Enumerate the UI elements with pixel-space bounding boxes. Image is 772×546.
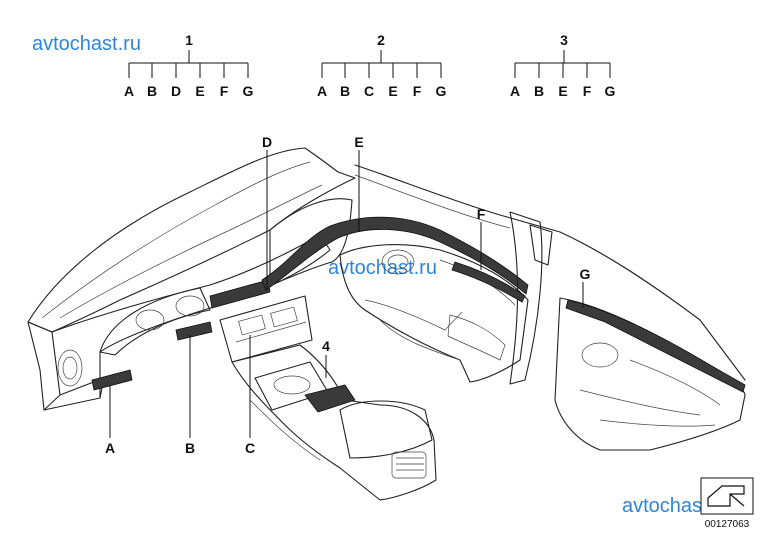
group-number-2: 2 [377,32,385,48]
group1-letter: F [220,83,229,99]
group1-letter: A [124,83,134,99]
group1-letter: G [243,83,254,99]
diagram-id-box: 00127063 [700,477,754,530]
group-tree-1: 1 A B D E F G [124,32,254,99]
group2-letter: E [388,83,397,99]
group2-letter: G [436,83,447,99]
dashboard-drawing [27,147,746,501]
group-tree-2: 2 A B C E F G [317,32,447,99]
diagram-code: 00127063 [705,519,750,530]
diagram-arrow-icon [707,485,745,507]
callout-g: G [580,266,591,282]
group-number-1: 1 [185,32,193,48]
callout-a: A [105,440,115,456]
group2-letter: A [317,83,327,99]
group1-letter: B [147,83,157,99]
callout-d: D [262,134,272,150]
callout-e: E [354,134,363,150]
group-tree-3: 3 A B E F G [510,32,616,99]
group2-letter: B [340,83,350,99]
group3-letter: G [605,83,616,99]
callout-b: B [185,440,195,456]
group3-letter: F [583,83,592,99]
group2-letter: F [413,83,422,99]
callout-leaders [109,150,584,438]
group-number-3: 3 [560,32,568,48]
group3-letter: B [534,83,544,99]
callout-4: 4 [322,338,330,354]
callout-f: F [477,206,486,222]
group3-letter: A [510,83,520,99]
watermark-top-left: avtochast.ru [32,33,141,55]
group3-letter: E [558,83,567,99]
group2-letter: C [364,83,374,99]
callout-labels: D E F G 4 A B C [105,134,591,456]
group1-letter: E [195,83,204,99]
watermark-center: avtochast.ru [328,257,437,279]
group1-letter: D [171,83,181,99]
callout-c: C [245,440,255,456]
